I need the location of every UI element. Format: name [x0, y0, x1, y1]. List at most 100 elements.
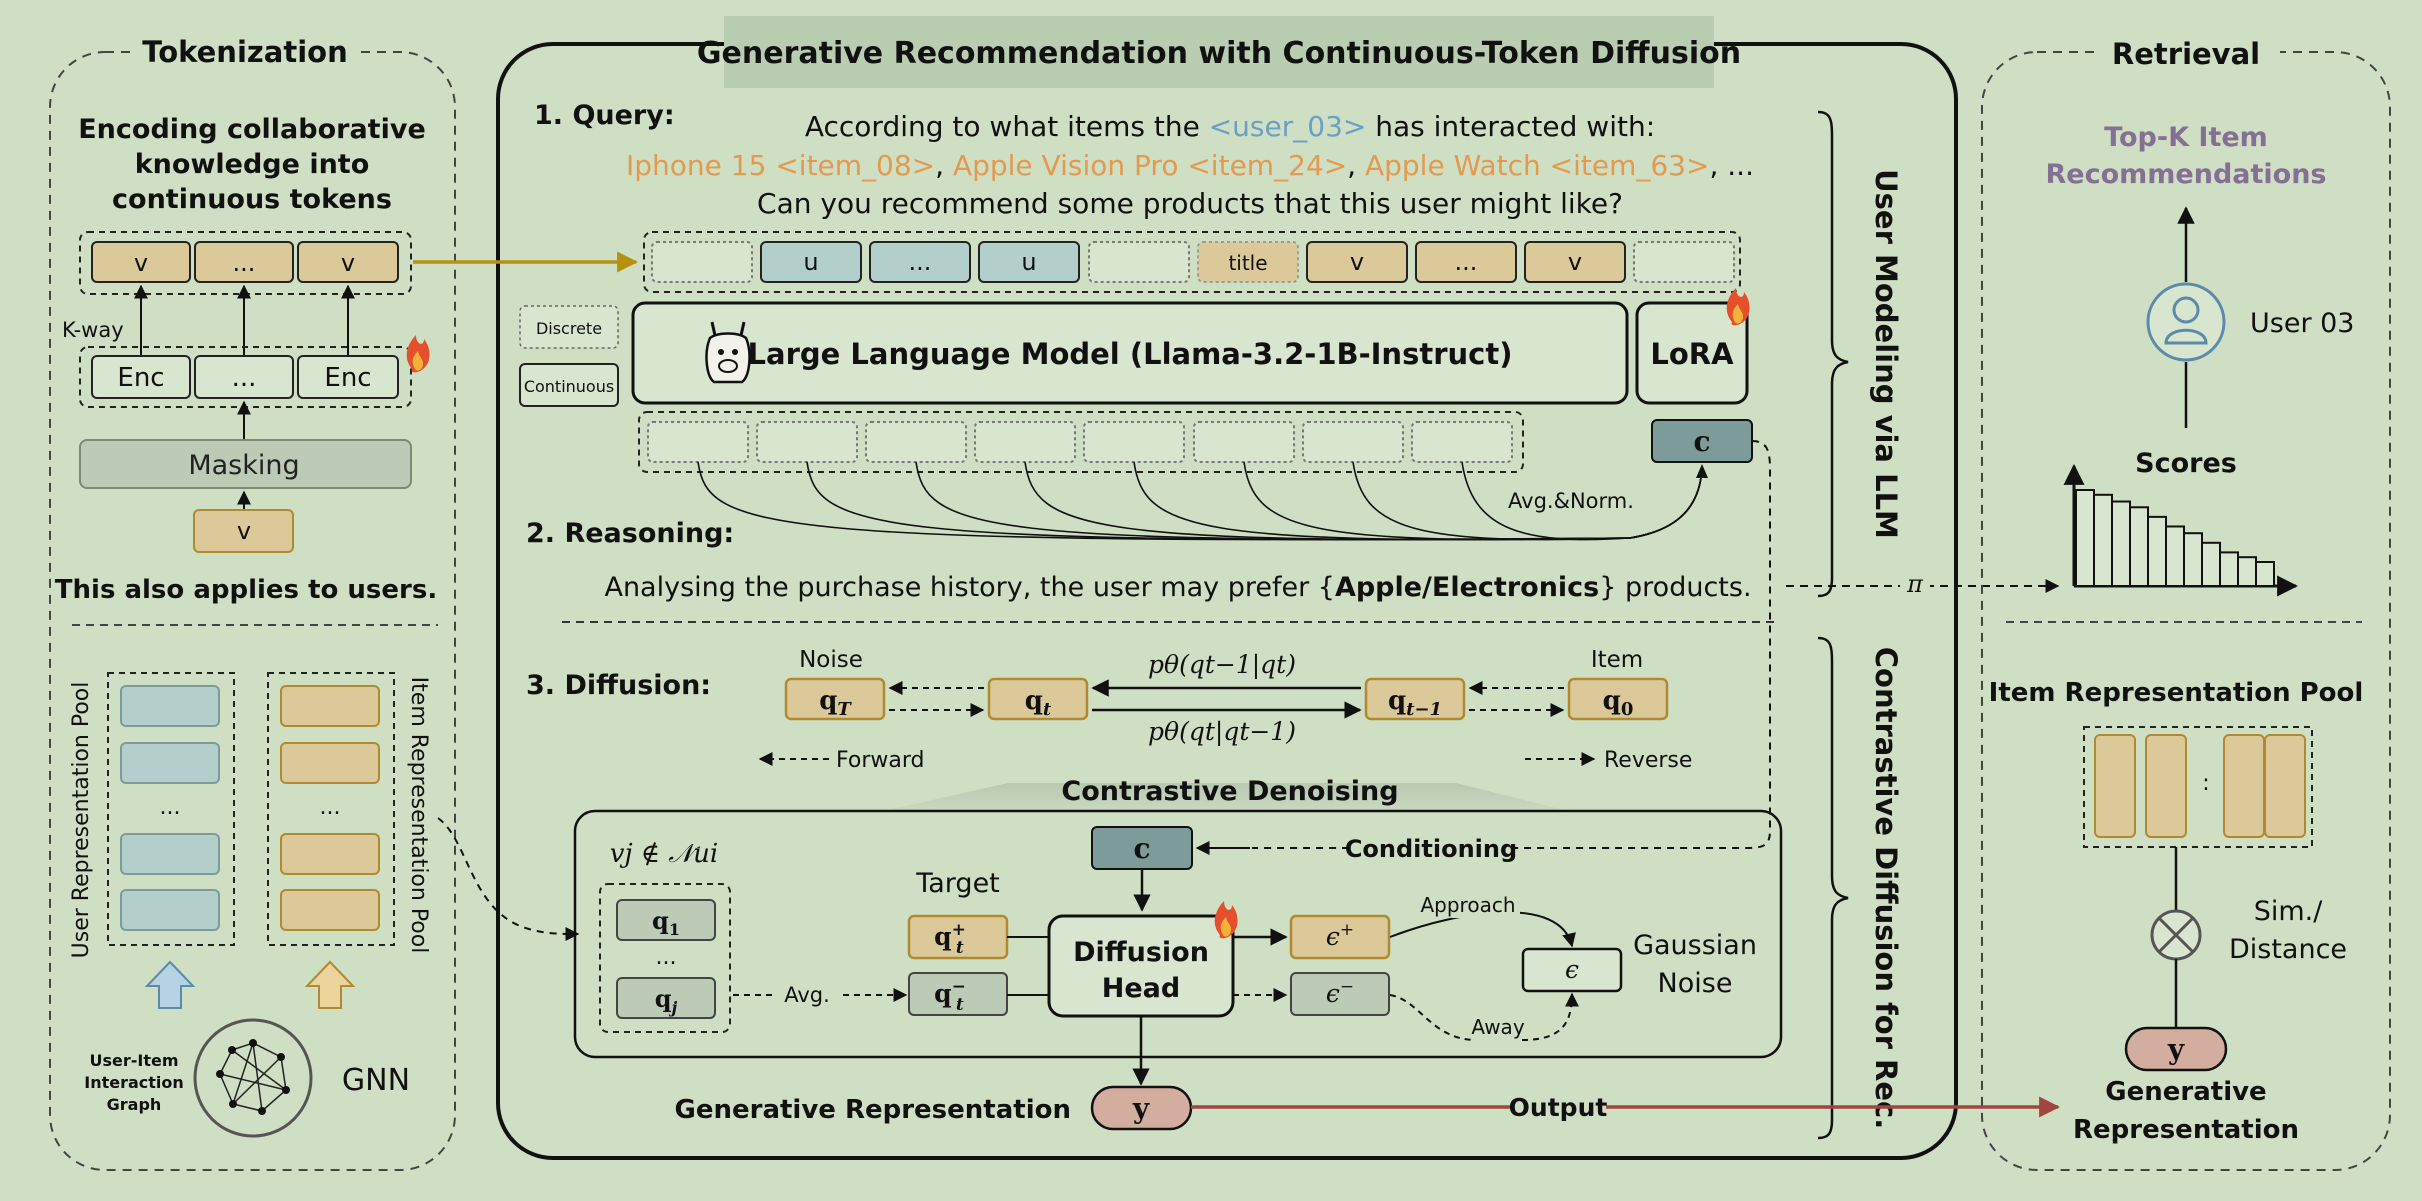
user-rep-2: [120, 742, 220, 784]
retrieval-title: Retrieval: [2112, 37, 2260, 71]
score-bar: [2255, 561, 2275, 587]
item-label: Item: [1591, 647, 1643, 673]
retrieval-item-4: [2264, 734, 2306, 838]
scores-label: Scores: [2135, 448, 2237, 479]
score-bar: [2165, 525, 2185, 587]
tokenization-heading-3: continuous tokens: [112, 184, 392, 215]
gaussian-label-2: Noise: [1658, 968, 1733, 999]
output-label: Output: [1509, 1093, 1608, 1122]
reasoning-bold: Apple/Electronics: [1335, 572, 1599, 603]
hidden-token: [974, 421, 1076, 463]
gaussian-eps-label: ϵ: [1565, 955, 1579, 984]
item-token-ellipsis: [194, 241, 294, 283]
item-pool: [267, 672, 395, 946]
reverse-label: Reverse: [1604, 748, 1692, 773]
target-label: Target: [915, 868, 1000, 899]
center-panel: Generative Recommendation with Continuou…: [496, 16, 1958, 1160]
retrieval-item-3: [2223, 734, 2265, 838]
encoder-ellipsis: [194, 355, 294, 399]
neg-ellipsis: ...: [656, 945, 677, 970]
retrieval-gen-rep-1: Generative: [2105, 1077, 2266, 1107]
fire-icon: [406, 335, 430, 373]
q-t-1-box: [1364, 677, 1466, 721]
query-sep-1: ,: [935, 149, 953, 182]
avg-norm-curves: [697, 461, 1708, 541]
eps-minus-box: [1290, 972, 1390, 1016]
query-item-1: Iphone 15 <item_08>: [626, 149, 935, 182]
gaussian-label-1: Gaussian: [1633, 930, 1757, 961]
prompt-token-label: u: [803, 248, 818, 276]
item-rep-1: [280, 685, 380, 727]
avg-curve-arrowhead: [1696, 464, 1708, 478]
encoder-1: [91, 355, 191, 399]
user-avatar-icon: [2146, 282, 2226, 362]
item-token-3-label: v: [341, 249, 355, 277]
q-t-box: [987, 677, 1089, 721]
graph-label-3: Graph: [107, 1095, 162, 1114]
item-token-k: [297, 241, 399, 283]
encoder-3-label: Enc: [324, 363, 371, 393]
negative-set: [599, 883, 731, 1033]
query-line-2: Iphone 15 <item_08>, Apple Vision Pro <i…: [626, 149, 1754, 182]
hidden-token: [1193, 421, 1295, 463]
condition-token-label: c: [1693, 425, 1710, 458]
score-bar: [2093, 493, 2113, 587]
llm-label: Large Language Model (Llama-3.2-1B-Instr…: [748, 337, 1513, 371]
reasoning-text: Analysing the purchase history, the user…: [604, 572, 1751, 603]
eps-plus-box: [1289, 914, 1391, 960]
score-bar: [2111, 500, 2131, 587]
query-item-2: Apple Vision Pro <item_24>: [953, 149, 1347, 182]
score-bar: [2129, 506, 2149, 587]
query-user-token: <user_03>: [1209, 110, 1367, 143]
neg-qj-box: [616, 977, 716, 1019]
score-bar: [2219, 551, 2239, 588]
fire-icon: [1726, 288, 1750, 326]
sim-label-1: Sim./: [2254, 896, 2324, 927]
prompt-token-empty: [651, 241, 753, 283]
topk-label-1: Top-K Item: [2104, 122, 2268, 153]
legend-continuous: Continuous: [524, 377, 614, 396]
prompt-token-row: [643, 231, 1741, 293]
prompt-token-label: v: [1350, 248, 1364, 276]
encoder-1-label: Enc: [117, 363, 164, 393]
reasoning-prefix: Analysing the purchase history, the user…: [604, 572, 1334, 603]
llama-icon: [705, 321, 751, 384]
user-up-arrow-icon: [144, 960, 196, 1009]
query-item-3: Apple Watch <item_63>: [1365, 149, 1710, 182]
hidden-token: [1302, 421, 1404, 463]
score-bar: [2075, 489, 2095, 587]
fire-icon: [1214, 901, 1238, 939]
item-rep-4: [280, 889, 380, 931]
noise-label: Noise: [799, 647, 863, 673]
q-T-box: [784, 677, 886, 721]
prompt-token-empty: [1088, 241, 1190, 283]
p-reverse-label: pθ(qt−1|qt): [1148, 650, 1296, 680]
score-bar: [2147, 515, 2167, 588]
graph-label-1: User-Item: [89, 1051, 178, 1070]
avg-curve: [1461, 461, 1703, 541]
diffusion-label: 3. Diffusion:: [526, 670, 711, 701]
prompt-token-label: v: [1568, 248, 1582, 276]
approach-label: Approach: [1420, 893, 1515, 917]
applies-note: This also applies to users.: [55, 575, 437, 605]
llm-box: [631, 301, 1629, 405]
conditioning-label: Conditioning: [1345, 835, 1517, 863]
hidden-token: [865, 421, 967, 463]
query-line1-prefix: According to what items the: [805, 110, 1209, 143]
prompt-token-item: [1306, 241, 1408, 283]
retrieval-item-1: [2094, 734, 2136, 838]
p-forward-label: pθ(qt|qt−1): [1148, 717, 1296, 747]
encoder-2-label: ...: [232, 363, 257, 393]
input-item-label: v: [237, 517, 251, 545]
retrieval-item-pool: [2083, 726, 2313, 848]
item-rep-2: [280, 742, 380, 784]
prompt-token-label: u: [1021, 248, 1036, 276]
legend-discrete: Discrete: [536, 319, 602, 338]
topk-label-2: Recommendations: [2045, 159, 2326, 190]
prompt-token-item: [1415, 241, 1517, 283]
main-title: Generative Recommendation with Continuou…: [697, 36, 1741, 71]
user-03-label: User 03: [2250, 308, 2354, 339]
encoder-k: [297, 355, 399, 399]
